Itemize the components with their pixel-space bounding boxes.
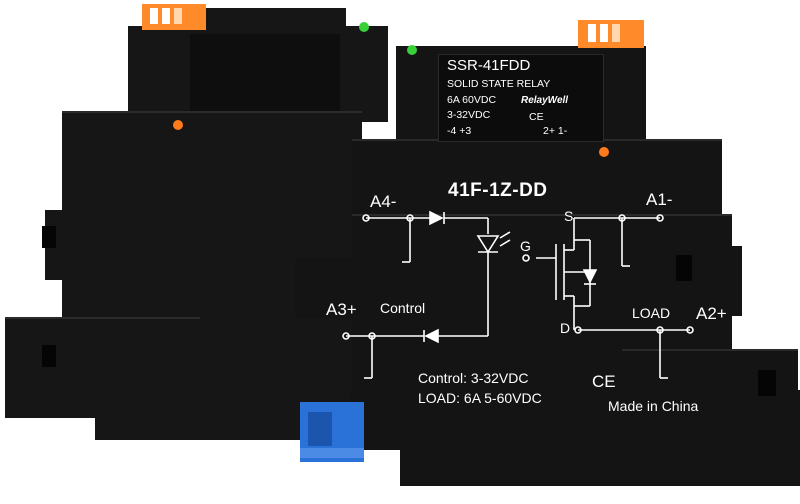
front-release-clip — [578, 20, 644, 48]
control-label: Control — [380, 300, 426, 316]
terminal-a4-label: A4- — [370, 192, 397, 211]
pin-d-label: D — [560, 320, 571, 336]
origin-label: Made in China — [608, 398, 699, 414]
terminal-a1-label: A1- — [646, 190, 673, 209]
load-label: LOAD — [632, 305, 671, 321]
back-release-clip — [142, 4, 206, 30]
plate-terminals-left: -4 +3 — [447, 125, 472, 137]
load-spec: LOAD: 6A 5-60VDC — [418, 390, 542, 406]
plate-input: 3-32VDC — [447, 109, 491, 121]
plate-brand-logo: RelayWell — [521, 95, 569, 106]
base-model-label: 41F-1Z-DD — [448, 180, 548, 201]
front-status-led — [407, 45, 417, 55]
front-indicator-dot — [599, 147, 609, 157]
front-screw-slot — [676, 255, 692, 281]
terminal-a2-label: A2+ — [696, 304, 727, 323]
plate-ce-mark: CE — [529, 111, 544, 123]
plate-rating: 6A 60VDC — [447, 94, 497, 106]
back-status-led — [359, 22, 369, 32]
control-spec: Control: 3-32VDC — [418, 370, 529, 386]
din-rail-latch — [300, 402, 364, 462]
plate-terminals-right: 2+ 1- — [543, 125, 568, 137]
label-plate: SSR-41FDD SOLID STATE RELAY 6A 60VDC Rel… — [438, 54, 604, 142]
back-screw-slot — [42, 226, 56, 248]
plate-type: SOLID STATE RELAY — [447, 78, 551, 90]
pin-s-label: S — [564, 208, 574, 224]
plate-model: SSR-41FDD — [447, 57, 531, 74]
ce-mark: CE — [592, 372, 616, 391]
back-screw-slot — [42, 345, 56, 367]
back-indicator-dot — [173, 120, 183, 130]
back-relay-cover — [190, 34, 340, 112]
terminal-a3-label: A3+ — [326, 300, 357, 319]
pin-g-label: G — [520, 238, 531, 254]
front-screw-slot — [758, 370, 776, 396]
circuit-schematic — [342, 210, 694, 379]
